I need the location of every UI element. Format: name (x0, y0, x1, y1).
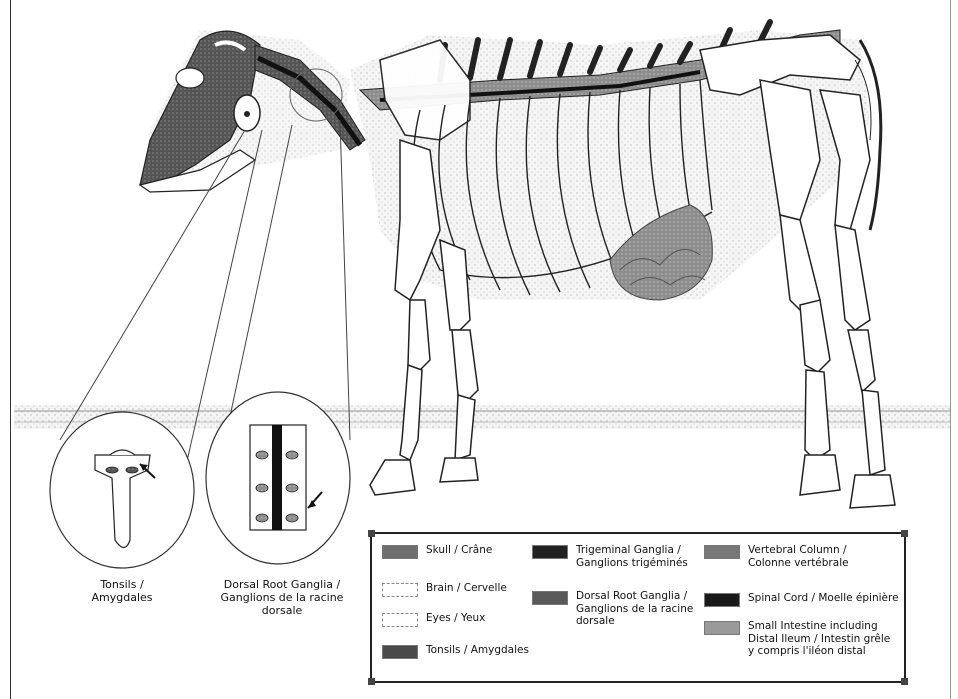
dorsal-root-callout-label: Dorsal Root Ganglia / Ganglions de la ra… (212, 578, 352, 617)
legend: Skull / Crâne Brain / Cervelle Eyes / Ye… (370, 532, 906, 683)
legend-corner (368, 530, 375, 537)
legend-corner (901, 530, 908, 537)
legend-swatch-intestine (704, 621, 740, 635)
tonsils-callout-label: Tonsils / Amygdales (62, 578, 182, 604)
legend-item-vertebral: Vertebral Column / Colonne vertébrale (704, 544, 849, 569)
legend-corner (368, 678, 375, 685)
legend-label: Vertebral Column / Colonne vertébrale (748, 544, 849, 569)
legend-swatch-skull (382, 545, 418, 559)
legend-label: Skull / Crâne (426, 544, 492, 557)
legend-swatch-vertebral (704, 545, 740, 559)
legend-item-tonsils: Tonsils / Amygdales (382, 644, 529, 659)
legend-label: Small Intestine including Distal Ileum /… (748, 620, 890, 658)
legend-label: Brain / Cervelle (426, 582, 507, 595)
legend-swatch-brain (382, 583, 418, 597)
legend-item-brain: Brain / Cervelle (382, 582, 507, 597)
legend-swatch-eyes (382, 613, 418, 627)
legend-swatch-trigeminal (532, 545, 568, 559)
tonsils-callout-circle (50, 412, 194, 568)
legend-label: Dorsal Root Ganglia / Ganglions de la ra… (576, 590, 693, 628)
legend-label: Tonsils / Amygdales (426, 644, 529, 657)
legend-item-intestine: Small Intestine including Distal Ileum /… (704, 620, 890, 658)
legend-swatch-tonsils (382, 645, 418, 659)
legend-item-dorsal-root: Dorsal Root Ganglia / Ganglions de la ra… (532, 590, 693, 628)
legend-item-trigeminal: Trigeminal Ganglia / Ganglions trigéminé… (532, 544, 688, 569)
legend-corner (901, 678, 908, 685)
legend-label: Eyes / Yeux (426, 612, 485, 625)
legend-label: Trigeminal Ganglia / Ganglions trigéminé… (576, 544, 688, 569)
legend-item-spinal-cord: Spinal Cord / Moelle épinière (704, 592, 899, 607)
legend-label: Spinal Cord / Moelle épinière (748, 592, 899, 605)
dorsal-root-callout-circle (206, 392, 350, 564)
legend-item-skull: Skull / Crâne (382, 544, 492, 559)
legend-swatch-spinal-cord (704, 593, 740, 607)
legend-item-eyes: Eyes / Yeux (382, 612, 485, 627)
legend-swatch-dorsal-root (532, 591, 568, 605)
